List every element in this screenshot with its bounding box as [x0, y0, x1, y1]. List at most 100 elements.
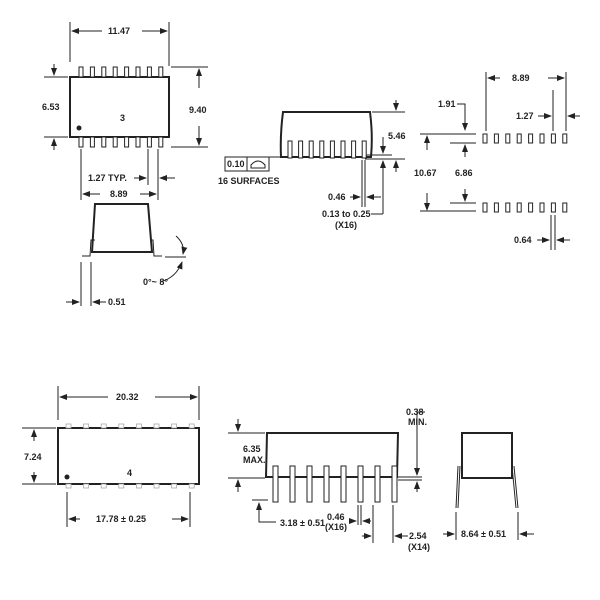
dip-pin-span-label: 17.78 ± 0.25 — [96, 514, 146, 524]
footprint-pad-width-label: 0.64 — [514, 235, 532, 245]
dip-side-lead — [340, 465, 347, 503]
footprint-pad — [505, 202, 511, 213]
soic-pin — [89, 136, 95, 148]
footprint-pad — [516, 133, 522, 144]
dip-side-lead — [306, 465, 313, 503]
dip-pin-stub — [118, 423, 125, 429]
soic-package-number: 3 — [120, 113, 125, 123]
soic-pin — [146, 66, 152, 78]
dip-pin-stub — [135, 423, 142, 429]
soic-pin — [158, 66, 164, 78]
tolerance-value: 0.10 — [227, 159, 245, 169]
soic-pin-span-label: 8.89 — [110, 189, 128, 199]
soic-top-view: 3 11.47 6.53 9.40 1.27 TYP. 8.89 — [42, 22, 208, 200]
footprint-span-label: 8.89 — [512, 73, 530, 83]
dip-pin-stub — [65, 423, 72, 429]
soic-standoff-label: 0.13 to 0.25 — [322, 209, 371, 219]
footprint-pad-length-label: 1.91 — [438, 99, 456, 109]
footprint-pad — [482, 133, 488, 144]
soic-pin — [78, 136, 84, 148]
dip-pin-stub — [135, 483, 142, 489]
dip-length-label: 20.32 — [116, 392, 139, 402]
soic-pin — [89, 66, 95, 78]
soic-side-lead — [298, 140, 304, 159]
dip-pin-stub — [188, 483, 195, 489]
soic-side-lead — [308, 140, 314, 159]
soic-pin — [124, 66, 130, 78]
soic-overall-height-label: 9.40 — [189, 105, 207, 115]
footprint-pad — [550, 202, 556, 213]
surface-profile-icon — [250, 160, 266, 169]
footprint-pad — [539, 133, 545, 144]
soic-pin — [78, 66, 84, 78]
soic-side-lead — [340, 140, 346, 159]
dip-side-lead — [289, 465, 296, 503]
dip-top-view: 4 20.32 7.24 17.78 ± 0.25 — [22, 386, 200, 527]
dip-side-view: 6.35 MAX. 0.38 MIN. 3.18 ± 0.51 0.46 (X1… — [228, 407, 430, 552]
soic-standoff-count: (X16) — [335, 220, 357, 230]
surfaces-label: 16 SURFACES — [218, 176, 280, 186]
dip-pin-stub — [153, 483, 160, 489]
dip-pin-stub — [100, 423, 107, 429]
soic-side-lead — [319, 140, 325, 159]
footprint-pad — [482, 202, 488, 213]
soic-pin — [124, 136, 130, 148]
footprint-pad — [505, 133, 511, 144]
soic-pin — [101, 66, 107, 78]
dip-side-lead — [272, 465, 279, 503]
footprint-pad — [562, 202, 568, 213]
dip-package-number: 4 — [127, 468, 132, 478]
dip-pin-stub — [118, 483, 125, 489]
dip-pin-stub — [153, 423, 160, 429]
soic-pin — [112, 66, 118, 78]
soic-end-view: 0°~ 8° 0.51 — [66, 203, 188, 307]
soic-pitch-label: 1.27 TYP. — [88, 173, 127, 183]
pin1-dot — [76, 125, 82, 131]
dip-pin-stub — [83, 483, 89, 489]
footprint-pad — [539, 202, 545, 213]
footprint-pad — [528, 202, 534, 213]
dip-row-spacing-label: 8.64 ± 0.51 — [461, 529, 506, 539]
dip-pin-stub — [100, 483, 107, 489]
dip-height-label: 6.35 — [243, 444, 261, 454]
dip-pitch-count: (X14) — [408, 542, 430, 552]
dip-pin-stub — [65, 483, 72, 489]
soic-width-label: 11.47 — [108, 26, 130, 36]
footprint-pad — [493, 133, 499, 144]
footprint-pad — [516, 202, 522, 213]
footprint-pad — [550, 133, 556, 144]
dip-pin-stub — [83, 423, 89, 429]
soic-side-lead — [351, 140, 357, 159]
soic-side-lead — [287, 140, 293, 159]
dip-lead-width-label: 0.46 — [327, 512, 345, 522]
dip-side-lead — [391, 465, 398, 503]
soic-pin — [146, 136, 152, 148]
soic-side-lead — [361, 140, 367, 159]
footprint-pad — [493, 202, 499, 213]
footprint-inner-label: 6.86 — [455, 168, 473, 178]
footprint-pad — [528, 133, 534, 144]
dip-side-lead — [374, 465, 381, 503]
soic-pin — [158, 136, 164, 148]
soic-side-lead — [329, 140, 335, 159]
soic-pin — [135, 66, 141, 78]
soic-footprint: 8.89 1.27 1.91 10.67 6.86 0.64 — [414, 72, 580, 250]
dip-side-lead — [323, 465, 330, 503]
dip-pin-stub — [188, 423, 195, 429]
soic-lead-width-label: 0.51 — [108, 297, 126, 307]
footprint-pad — [562, 133, 568, 144]
dip-pitch-label: 2.54 — [409, 531, 427, 541]
dip-pin-stub — [171, 483, 178, 489]
dip-pin-stub — [171, 423, 178, 429]
soic-body-height-label: 6.53 — [42, 102, 60, 112]
soic-pin — [135, 136, 141, 148]
profile-symbol-box — [246, 156, 270, 172]
dip-end-view: 8.64 ± 0.51 — [443, 432, 534, 540]
dip-lead-length-label: 3.18 ± 0.51 — [280, 518, 325, 528]
soic-height-label: 5.46 — [388, 131, 406, 141]
soic-pin — [101, 136, 107, 148]
soic-pin — [112, 136, 118, 148]
footprint-outer-label: 10.67 — [414, 168, 437, 178]
